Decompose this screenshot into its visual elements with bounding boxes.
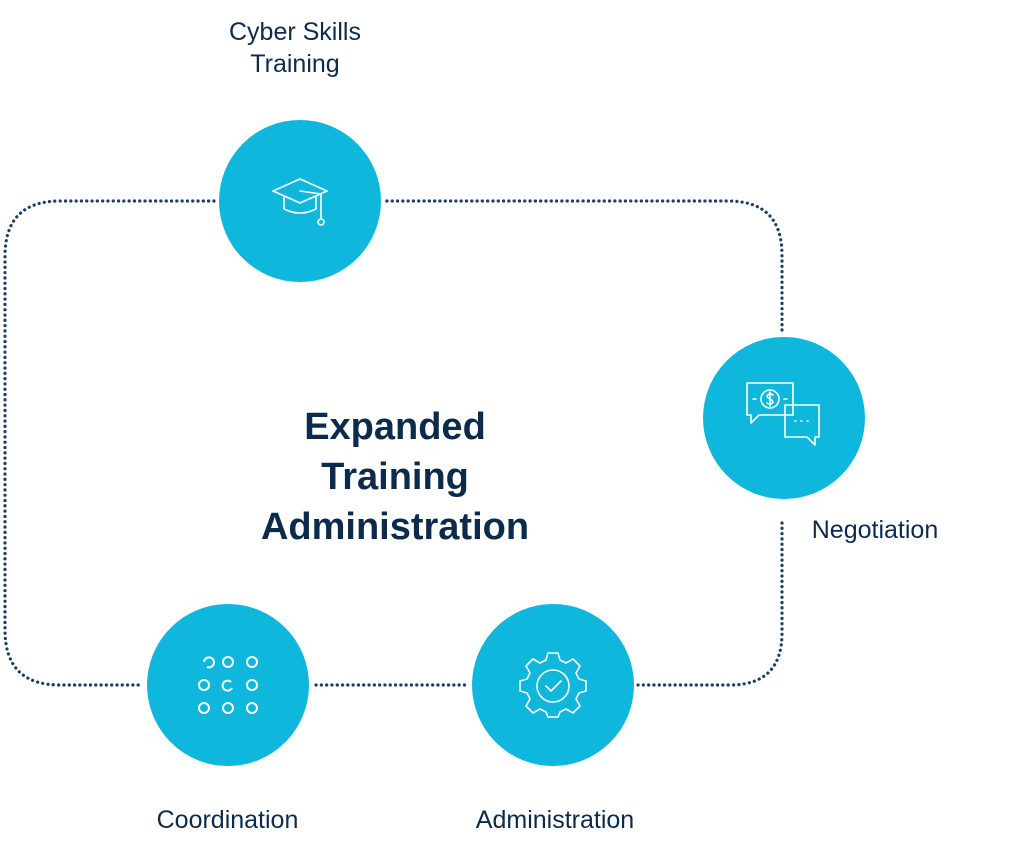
coordination-node bbox=[147, 604, 309, 766]
graduation-cap-icon bbox=[272, 178, 328, 226]
gear-check-icon bbox=[519, 652, 587, 718]
dot-grid-icon bbox=[198, 656, 258, 714]
negotiation-label: Negotiation bbox=[811, 516, 939, 544]
center-title: Expanded Training Administration bbox=[225, 402, 565, 552]
coordination-label: Coordination bbox=[156, 806, 299, 834]
cyber-skills-training-label: Cyber Skills Training bbox=[229, 18, 361, 78]
center-title-line: Administration bbox=[260, 506, 530, 548]
center-title-line: Expanded bbox=[304, 406, 486, 448]
administration-label: Administration bbox=[475, 806, 635, 834]
center-title-line: Training bbox=[321, 456, 469, 498]
cyber-skills-training-node bbox=[219, 120, 381, 282]
negotiation-chat-dollar-icon bbox=[746, 382, 820, 446]
administration-node bbox=[472, 604, 634, 766]
negotiation-node bbox=[703, 337, 865, 499]
